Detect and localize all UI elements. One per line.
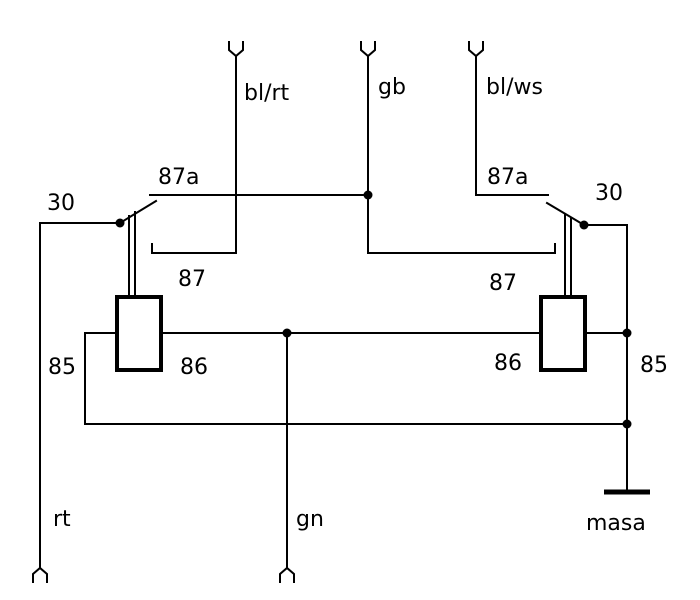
connector-gn-terminal <box>279 566 295 583</box>
wire-bl-ws <box>475 55 549 196</box>
label-bl-ws: bl/ws <box>486 75 543 100</box>
wire-right-30 <box>583 224 628 491</box>
right-30-pivot <box>579 220 589 230</box>
label-right-87: 87 <box>489 271 517 296</box>
label-right-85: 85 <box>640 353 668 378</box>
label-left-87: 87 <box>178 267 206 292</box>
connector-bl-ws-terminal <box>468 41 484 58</box>
wire-bl-rt <box>151 55 237 254</box>
label-masa: masa <box>586 511 646 536</box>
left-30-pivot <box>115 218 125 228</box>
left-switch-arm <box>118 199 158 225</box>
label-left-86: 86 <box>180 355 208 380</box>
label-gn: gn <box>296 507 324 532</box>
junction-gb <box>363 190 373 200</box>
label-bl-rt: bl/rt <box>244 81 290 106</box>
wire-gb <box>367 55 556 254</box>
label-gb: gb <box>378 75 406 100</box>
connector-bl-rt-terminal <box>228 41 244 58</box>
left-relay-coil <box>115 295 163 372</box>
junction-right-85 <box>622 328 632 338</box>
junction-gn <box>282 328 292 338</box>
label-right-30: 30 <box>595 181 623 206</box>
junction-bottom-bus <box>622 419 632 429</box>
label-left-30: 30 <box>47 191 75 216</box>
label-left-87a: 87a <box>158 165 199 190</box>
wire-left-85 <box>84 332 628 425</box>
connector-rt-terminal <box>32 566 48 583</box>
right-relay-coil <box>539 295 587 372</box>
label-right-87a: 87a <box>487 165 528 190</box>
connector-gb-terminal <box>360 41 376 58</box>
label-right-86: 86 <box>494 351 522 376</box>
label-rt: rt <box>53 507 71 532</box>
wire-rt <box>39 222 121 569</box>
label-left-85: 85 <box>48 355 76 380</box>
